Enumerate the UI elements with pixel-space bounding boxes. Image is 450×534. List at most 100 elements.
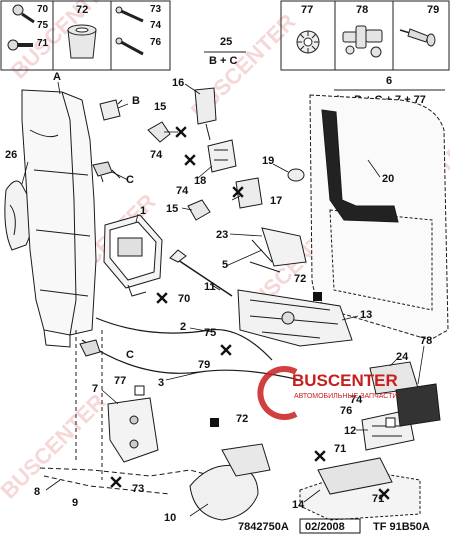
legend-box-fasteners-1: 70 75 71 [7,4,49,51]
callout-C-lower: C [126,349,134,361]
rivet-icon [399,28,436,47]
footer-code: 7842750A [238,521,289,533]
screw-icon [115,37,144,56]
callout-71-upper: 71 [334,443,346,455]
watermark-text: BUSCENTER [6,0,121,84]
footer-date: 02/2008 [305,521,345,533]
callout-23: 23 [216,229,228,241]
buscenter-logo: BUSCENTER АВТОМОБИЛЬНЫЕ ЗАПЧАСТИ [257,366,398,420]
callout-78: 78 [420,335,432,347]
part-7-bracket [107,397,159,463]
part-A-pillar-trim [21,89,97,336]
legend-box-clips: 78 [342,4,383,58]
callout-71-lower: 71 [372,493,384,505]
callout-26: 26 [5,149,17,161]
callout-7: 7 [92,383,98,395]
callout-14: 14 [292,499,305,511]
legend-boxes [0,0,450,71]
legend-box-clip-nut: 72 [67,4,97,59]
legend-label-77: 77 [301,4,313,16]
callout-13: 13 [360,309,372,321]
callout-C-upper: C [126,174,134,186]
part-B-cover [99,99,121,121]
legend-label-71: 71 [37,38,49,49]
part-19-grommet [287,168,305,182]
star-washer-icon [296,30,320,54]
logo-c-icon [257,366,298,420]
callout-11: 11 [204,281,216,293]
legend-label-70: 70 [37,4,49,15]
legend-box-star-washer: 77 [296,4,320,54]
part-15-bumper-lower [187,199,211,221]
footer-date-box [299,518,361,534]
footer: 7842750A 02/2008 TF 91B50A [238,518,430,534]
part-18-striker [207,139,237,173]
screw-icon [7,39,33,51]
part-23-linkage [261,227,307,267]
callout-74-mid: 74 [176,185,189,197]
callout-74-upper: 74 [150,149,163,161]
legend-label-74: 74 [150,20,162,31]
group-25-formula: B + C [209,55,237,67]
legend-label-73: 73 [150,4,162,15]
callout-12: 12 [344,425,356,437]
part-2-cable [95,317,273,361]
screw-icon [12,4,35,24]
clip-icon [342,25,383,58]
cross-markers [110,126,390,500]
screw-icon [115,6,144,23]
part-6-lock-assembly [321,109,399,223]
logo-brand: BUSCENTER [292,371,398,390]
part-78-motor [395,383,441,427]
callout-24: 24 [396,351,409,363]
callout-77: 77 [114,375,126,387]
callout-16: 16 [172,77,184,89]
legend-label-79: 79 [427,4,439,16]
group-25: 25 B + C [204,36,246,67]
legend-box-fasteners-2: 73 74 76 [115,4,162,56]
legend-label-76: 76 [150,37,162,48]
callout-74-lower: 74 [350,394,363,406]
part-11-rod [174,257,233,297]
group-25-number: 25 [220,36,232,48]
square-markers [134,292,396,428]
part-16-striker-upper [194,87,217,125]
part-15-bumper-upper [147,121,171,143]
part-10-outer-handle [189,464,259,521]
part-8-9-guide [39,467,229,495]
part-17-striker-lower [235,177,263,209]
callout-B: B [132,95,140,107]
callout-75: 75 [204,327,216,339]
logo-tagline: АВТОМОБИЛЬНЫЕ ЗАПЧАСТИ [294,393,397,400]
callout-5: 5 [222,259,228,271]
callout-10: 10 [164,512,176,524]
callout-70: 70 [178,293,190,305]
callout-79: 79 [198,359,210,371]
callout-72-upper: 72 [294,273,306,285]
callout-9: 9 [72,497,78,509]
callout-17: 17 [270,195,282,207]
callout-15-lower: 15 [166,203,178,215]
callout-A: A [53,71,61,83]
callout-20: 20 [382,173,394,185]
callout-1: 1 [140,205,146,217]
callout-18: 18 [194,175,206,187]
legend-label-78: 78 [356,4,368,16]
callout-labels: A B C C 1 2 3 5 7 8 9 10 11 12 13 14 15 … [5,71,432,524]
parts-layer [4,87,449,521]
callout-76: 76 [340,405,352,417]
legend-label-72: 72 [76,4,88,16]
leader-lines [21,81,425,517]
footer-ref: TF 91B50A [373,521,430,533]
legend-box-rivet: 79 [399,4,439,47]
clip-nut-icon [67,24,97,59]
part-C-clip-lower [79,339,101,357]
callout-19: 19 [262,155,274,167]
callout-8: 8 [34,486,40,498]
legend-label-75: 75 [37,20,49,31]
group-6-number: 6 [386,75,392,87]
part-C-clip-upper [92,161,113,177]
callout-73: 73 [132,483,144,495]
